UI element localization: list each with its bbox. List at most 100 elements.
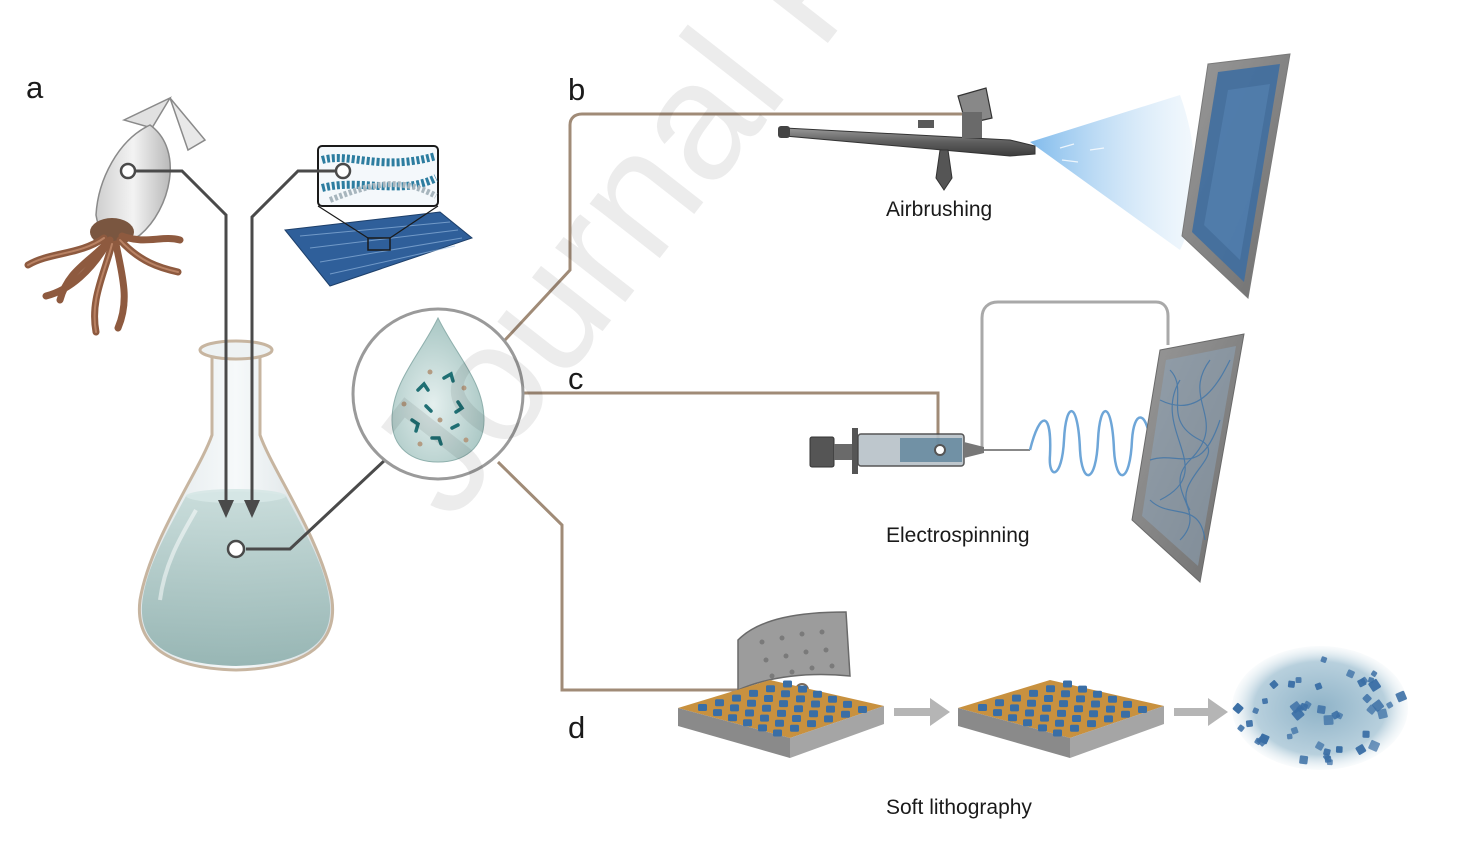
- microparticle: [1323, 715, 1334, 726]
- microparticle: [1295, 677, 1302, 684]
- microstructure-pillar: [809, 710, 818, 718]
- microstructure-pillar: [858, 706, 867, 713]
- microstructure-pillar: [1076, 695, 1085, 703]
- microstructure-pillar: [807, 720, 816, 728]
- feed-connectors: [128, 169, 387, 551]
- microparticle: [1237, 724, 1245, 732]
- microparticle: [1299, 755, 1309, 765]
- microstructure-pillar: [1038, 724, 1047, 732]
- panel-label-c: c: [568, 361, 584, 396]
- microstructure-pillar: [766, 685, 775, 693]
- microparticle: [1314, 682, 1323, 691]
- microstructure-pillar: [1078, 685, 1087, 693]
- microparticle: [1368, 739, 1381, 752]
- microstructure-pillar: [1121, 710, 1130, 718]
- microstructure-pillar: [798, 685, 807, 693]
- microparticle: [1324, 755, 1332, 763]
- microstructure-pillar: [715, 699, 724, 707]
- microstructure-pillar: [1012, 694, 1021, 702]
- caption-airbrushing: Airbrushing: [886, 198, 993, 221]
- microparticle: [1395, 690, 1407, 703]
- microstructure-pillar: [730, 704, 739, 712]
- microstructure-pillar: [978, 704, 987, 711]
- airbrush-target-plate: [1181, 53, 1291, 300]
- microstructure-pillar: [1089, 710, 1098, 718]
- microparticle: [1269, 680, 1279, 689]
- microstructure-pillar: [1008, 714, 1017, 722]
- microstructure-pillar: [1055, 719, 1064, 727]
- microstructure-pillar: [1104, 715, 1113, 723]
- microstructure-pillar: [1072, 715, 1081, 722]
- process-arrow-icon: [894, 698, 950, 726]
- caption-electrospinning: Electrospinning: [886, 524, 1030, 547]
- microparticle: [1355, 744, 1367, 755]
- microparticle: [1346, 669, 1355, 679]
- microparticle: [1371, 699, 1385, 712]
- microstructure-pillar: [813, 690, 822, 698]
- process-arrow-icon: [1174, 698, 1228, 726]
- microstructure-pillar: [1044, 695, 1053, 702]
- microstructure-pillar: [781, 690, 790, 698]
- microparticle: [1377, 708, 1388, 720]
- microparticle: [1299, 702, 1308, 711]
- microparticle: [1362, 693, 1372, 704]
- microstructure-pillar: [749, 689, 758, 697]
- protein-inset: [284, 145, 474, 287]
- microparticle: [1316, 705, 1326, 714]
- microparticle: [1291, 707, 1305, 721]
- microstructure-pillar: [790, 724, 799, 732]
- microstructure-pillar: [762, 704, 771, 712]
- microparticle: [1290, 726, 1299, 735]
- microparticle: [1362, 730, 1370, 738]
- pickup-node-icon: [226, 539, 246, 559]
- squid-illustration: [24, 96, 207, 336]
- microstructure-pillar: [1053, 729, 1062, 737]
- solution-droplet: [351, 307, 525, 481]
- microparticle: [1335, 746, 1343, 753]
- microstructure-pillar: [783, 680, 792, 688]
- microparticle: [1386, 701, 1394, 709]
- microparticle: [1261, 698, 1269, 705]
- microstructure-pillar: [747, 699, 756, 707]
- pickup-node-icon: [119, 162, 137, 180]
- microstructure-pillar: [1123, 700, 1132, 708]
- panel-label-b: b: [568, 72, 586, 107]
- microparticle: [1370, 670, 1378, 677]
- microparticle: [1287, 680, 1296, 688]
- microstructure-pillar: [1091, 700, 1100, 708]
- microstructure-pillar: [1063, 680, 1072, 688]
- microstructure-pillar: [1074, 705, 1083, 713]
- microstructure-pillar: [1059, 700, 1068, 708]
- caption-soft-lithography: Soft lithography: [886, 796, 1032, 819]
- microstructure-pillar: [1040, 714, 1049, 722]
- microstructure-pillar: [1023, 719, 1032, 727]
- microstructure-pillar: [811, 700, 820, 708]
- microparticle: [1252, 707, 1259, 714]
- microstructure-pillar: [843, 700, 852, 708]
- erlenmeyer-flask: [137, 339, 335, 672]
- microstructure-pillar: [1138, 706, 1147, 713]
- microparticle: [1323, 748, 1331, 756]
- microstructure-pillar: [760, 714, 769, 722]
- pickup-node-icon: [334, 162, 352, 180]
- microparticle: [1320, 656, 1328, 663]
- microstructure-pillar: [777, 709, 786, 717]
- microstructure-pillar: [1070, 724, 1079, 732]
- microparticle: [1254, 737, 1262, 746]
- microstructure-pillar: [728, 714, 737, 722]
- microstructure-pillar: [1106, 705, 1115, 713]
- microstructure-pillar: [758, 724, 767, 732]
- microparticle: [1335, 712, 1344, 720]
- panel-label-d: d: [568, 710, 586, 745]
- microstructure-pillar: [1046, 685, 1055, 693]
- panel-label-a: a: [26, 70, 44, 105]
- microstructure-pillar: [1093, 690, 1102, 698]
- microstructure-pillar: [713, 709, 722, 717]
- microstructure-pillar: [743, 719, 752, 727]
- microstructure-pillar: [773, 729, 782, 737]
- electrospinning-illustration: [809, 300, 1170, 477]
- microstructure-pillar: [1061, 690, 1070, 698]
- arrow-head-icon: [218, 500, 234, 518]
- microstructure-pillar: [1087, 720, 1096, 728]
